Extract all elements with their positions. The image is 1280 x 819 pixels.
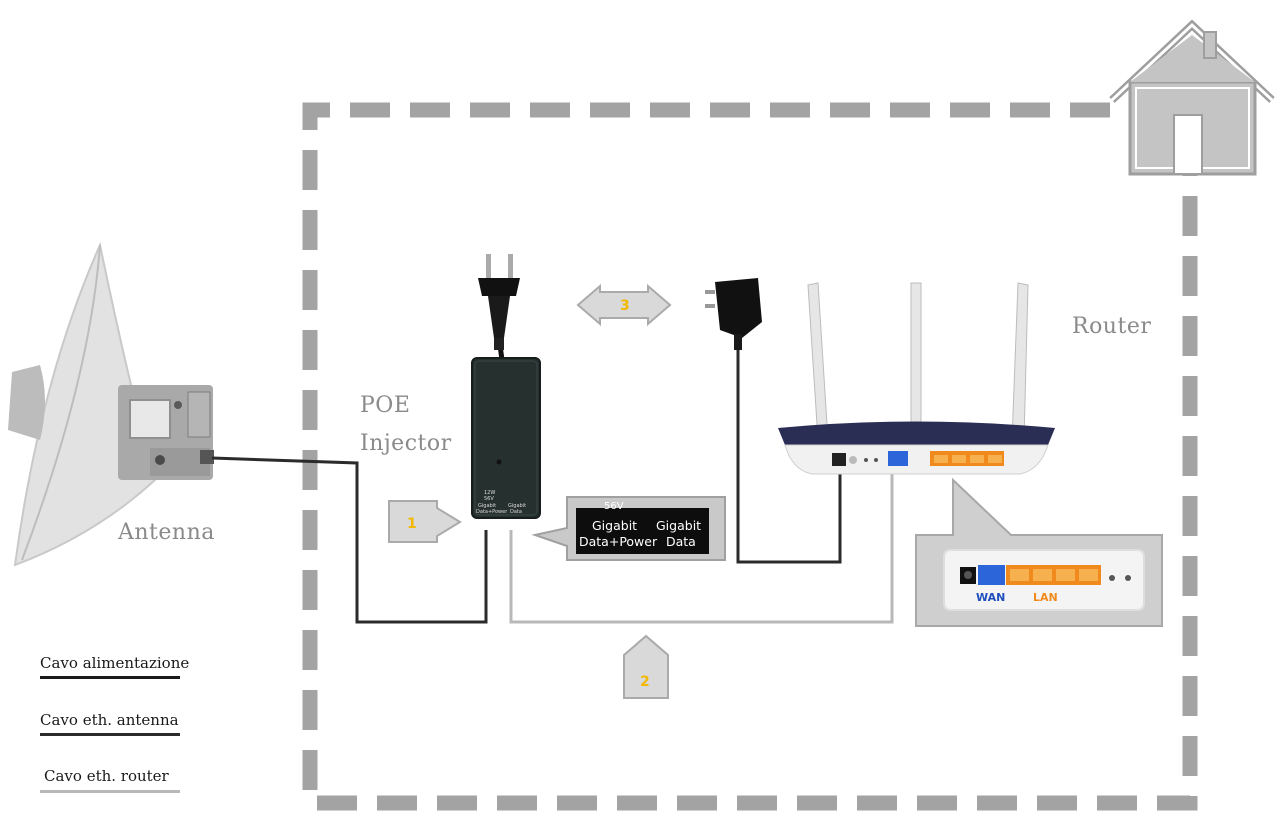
house-boundary bbox=[302, 102, 1198, 811]
legend-antenna-eth-label: Cavo eth. antenna bbox=[40, 711, 179, 729]
step-1-number: 1 bbox=[407, 516, 417, 532]
house-icon bbox=[1109, 19, 1275, 176]
step-2-number: 2 bbox=[640, 674, 650, 690]
antenna-ethernet-cable bbox=[211, 456, 488, 624]
legend-antenna-eth-line bbox=[40, 733, 180, 736]
step-marker-2: 2 bbox=[623, 634, 669, 699]
step-3-number: 3 bbox=[620, 298, 630, 314]
poe-label-line2: Injector bbox=[360, 431, 452, 456]
callout-left-line2: Data+Power bbox=[579, 534, 658, 549]
callout-left-line1: Gigabit bbox=[592, 518, 637, 533]
injector-ports-callout: 56V Gigabit Data+Power Gigabit Data bbox=[531, 496, 726, 561]
poe-label-line1: POE bbox=[360, 393, 411, 418]
callout-right-line2: Data bbox=[666, 534, 696, 549]
lan-port-label: LAN bbox=[1033, 591, 1058, 604]
wan-port-label: WAN bbox=[976, 591, 1005, 604]
legend-router-eth-label: Cavo eth. router bbox=[44, 767, 169, 785]
injector-text-watt: 12W bbox=[484, 490, 495, 496]
legend-power-cable-label: Cavo alimentazione bbox=[40, 654, 190, 672]
legend-router-eth-line bbox=[40, 790, 180, 793]
injector-port-right-label: Gigabit bbox=[508, 503, 526, 509]
router-device bbox=[778, 282, 1055, 475]
callout-voltage: 56V bbox=[604, 501, 624, 512]
router-ports-zoom-callout: WAN LAN bbox=[915, 477, 1163, 627]
router-ethernet-cable bbox=[509, 470, 894, 624]
power-cable bbox=[736, 350, 842, 564]
injector-text-volt: 56V bbox=[484, 496, 494, 502]
step-marker-1: 1 bbox=[388, 500, 462, 543]
injector-port-right-label-2: Data bbox=[510, 509, 522, 515]
injector-port-left-label-2: Data+Power bbox=[476, 509, 508, 515]
callout-right-line1: Gigabit bbox=[656, 518, 701, 533]
injector-port-left-label: Gigabit bbox=[478, 503, 496, 509]
antenna-dish-icon bbox=[8, 241, 214, 567]
step-marker-3: 3 bbox=[576, 283, 672, 327]
legend-power-cable-line bbox=[40, 676, 180, 679]
poe-injector-device: 12W 56V Gigabit Data+Power Gigabit Data bbox=[471, 357, 541, 519]
power-adapter-icon bbox=[705, 278, 762, 350]
antenna-label: Antenna bbox=[118, 520, 215, 545]
router-label: Router bbox=[1072, 314, 1152, 339]
eu-plug-icon bbox=[478, 254, 520, 350]
